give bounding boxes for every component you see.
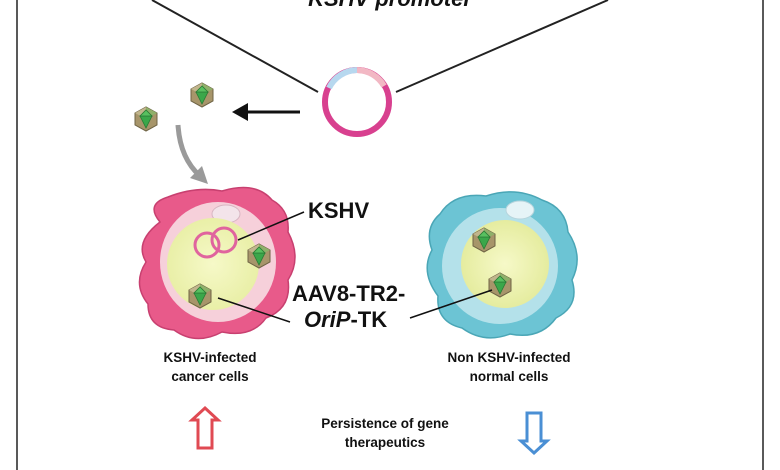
plasmid-icon <box>322 67 392 137</box>
funnel-line-right <box>395 0 609 93</box>
up-arrow-icon <box>188 405 222 450</box>
funnel-line-left <box>151 0 319 93</box>
persistence-line-2: therapeutics <box>344 435 426 450</box>
left-arrow-icon <box>232 103 300 121</box>
normal-line-2: normal cells <box>469 369 549 384</box>
vector-pointer-line-right <box>409 289 493 319</box>
vector-label-line2: OriP-TK <box>304 307 387 333</box>
persistence-line-1: Persistence of gene <box>321 416 449 431</box>
tk-text: -TK <box>350 307 388 332</box>
kshv-label: KSHV <box>308 198 370 223</box>
vector-pointer-line-left <box>217 297 291 323</box>
down-arrow-icon <box>517 411 551 456</box>
normal-line-1: Non KSHV-infected <box>447 350 571 365</box>
infected-cell <box>138 186 296 340</box>
cancer-cell-nucleus <box>167 218 259 310</box>
virion-icon <box>190 82 214 108</box>
vector-label-line1: AAV8-TR2- <box>292 281 406 306</box>
kshv-pointer-line <box>237 211 305 241</box>
kshv-episome-icon <box>210 226 238 254</box>
normal-cells-label: Non KSHV-infected normal cells <box>424 348 594 386</box>
normal-cell <box>426 191 578 339</box>
infected-line-1: KSHV-infected <box>163 350 257 365</box>
kshv-episome-icon <box>193 231 221 259</box>
infected-line-2: cancer cells <box>171 369 249 384</box>
virion-icon <box>134 106 158 132</box>
curved-arrow-icon <box>175 124 208 184</box>
oriP-text: OriP <box>304 307 351 332</box>
outer-frame <box>16 0 764 470</box>
promoter-label: KSHV promoter <box>300 0 480 10</box>
persistence-label: Persistence of gene therapeutics <box>285 414 485 452</box>
infected-cells-label: KSHV-infected cancer cells <box>130 348 290 386</box>
